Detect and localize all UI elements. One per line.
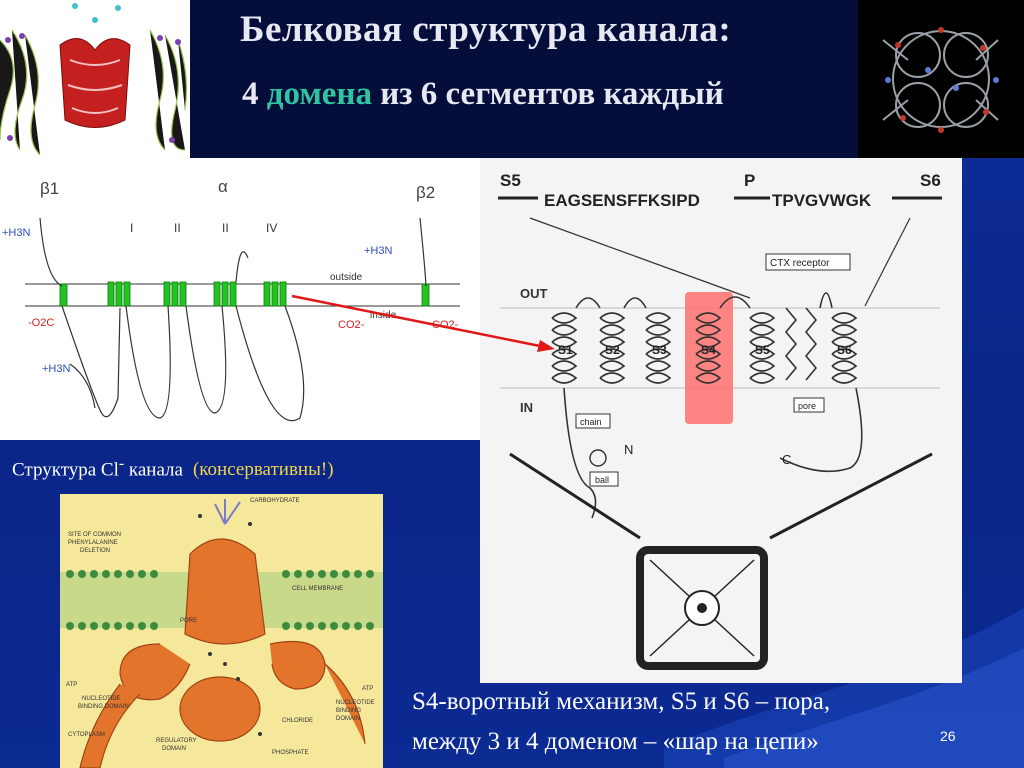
label-s5-top: S5 [500,171,521,190]
membrane-channel-image [0,0,190,158]
label-regulatory-2: DOMAIN [162,746,186,752]
label-pore: PORE [180,618,197,624]
chain-label: chain [580,417,602,427]
label-cytoplasm: CYTOPLASM [68,732,105,738]
decorative-wave [664,608,1024,768]
s4-highlight [685,292,733,424]
domain-label-4: IV [266,221,277,235]
segment-s6: S6 [837,343,852,357]
segment-s2: S2 [605,343,620,357]
domain-label-1: I [130,221,133,235]
molecular-structure-image [858,0,1024,158]
label-beta1: β1 [40,179,59,198]
in-label: IN [520,400,533,415]
sequence-left: EAGSENSFFKSIPD [544,191,700,210]
domain-label-2: II [174,221,181,235]
h3n-left: +H3N [2,227,30,239]
label-phosphate: PHOSPHATE [272,750,309,756]
page-number: 26 [940,728,956,744]
label-deletion-1: SITE OF COMMON [68,532,121,538]
label-regulatory-1: REGULATORY [156,738,197,744]
footer-line-2: между 3 и 4 доменом – «шар на цепи» [412,728,819,755]
sequence-right: TPVGVWGK [772,191,872,210]
label-nbd-right-1: NUCLEOTIDE [336,700,375,706]
footer-line-1: S4-воротный механизм, S5 и S6 – пора, [412,688,831,715]
label-outside: outside [330,272,363,283]
slide-title: Белковая структура канала: [240,9,732,50]
label-nbd-right-2: BINDING [336,708,361,714]
pore-label: pore [798,401,816,411]
h3n-bottom: +H3N [42,363,70,375]
label-deletion-2: PHENYLALANINE [68,540,118,546]
ctx-receptor-label: CTX receptor [770,258,830,269]
c-terminus-label: C [782,452,791,467]
label-atp-right: ATP [362,686,373,692]
label-p: P [744,171,755,190]
h3n-right: +H3N [364,245,392,257]
label-nbd-left-2: BINDING DOMAIN [78,704,129,710]
cl-caption-note: (консервативны!) [192,459,334,481]
label-deletion-3: DELETION [80,548,110,554]
label-beta2: β2 [416,183,435,202]
segment-s4: S4 [701,343,716,357]
segment-s5: S5 [755,343,770,357]
label-cell-membrane: CELL MEMBRANE [292,586,343,592]
slide-subtitle: 4 домена из 6 сегментов каждый [242,76,724,112]
o2c-left: -O2C [28,317,54,329]
label-atp-left: ATP [66,682,77,688]
label-chloride: CHLORIDE [282,718,313,724]
label-nbd-left-1: NUCLEOTIDE [82,696,121,702]
label-carbohydrate: CARBOHYDRATE [250,498,300,504]
cftr-illustration: CARBOHYDRATE SITE OF COMMON PHENYLALANIN… [60,494,383,768]
label-nbd-right-3: DOMAIN [336,716,360,722]
subtitle-accent: домена [266,76,372,112]
label-alpha: α [218,177,228,196]
domain-label-3: II [222,221,229,235]
cl-caption: Структура Cl- канала(консервативны!) [12,455,334,481]
segment-diagram: S5 S6 P EAGSENSFFKSIPD TPVGVWGK CTX rece… [480,158,962,683]
segment-s1: S1 [558,343,573,357]
ball-label: ball [595,475,609,485]
cl-channel-diagram: β1 α β2 I II II IV +H3N +H3N +H3N outsid… [0,158,480,440]
title-band [190,0,858,158]
segment-s3: S3 [652,343,667,357]
n-terminus-label: N [624,442,633,457]
label-s6-top: S6 [920,171,941,190]
out-label: OUT [520,286,548,301]
co2-right1: CO2- [338,319,365,331]
